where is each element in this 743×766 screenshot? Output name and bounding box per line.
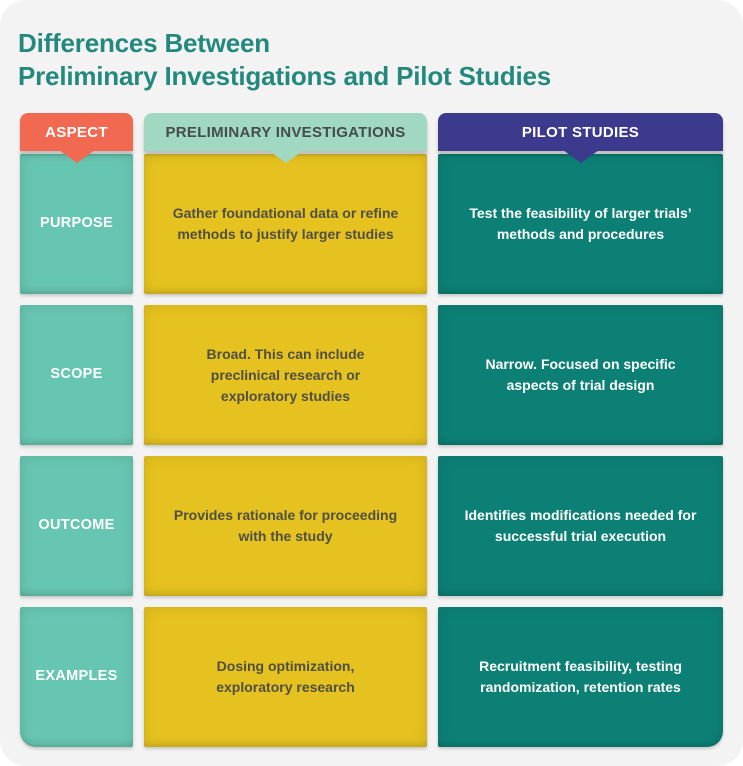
column-header-aspect-label: ASPECT [45,123,108,141]
column-header-aspect: ASPECT [20,113,133,164]
table-header-row: ASPECT PRELIMINARY INVESTIGATIONS PILOT … [0,113,743,164]
aspect-label-purpose: PURPOSE [20,154,133,295]
cell-outcome-preliminary: Provides rationale for proceeding with t… [144,456,427,597]
cell-purpose-preliminary: Gather foundational data or refine metho… [144,154,427,295]
comparison-table: PURPOSE Gather foundational data or refi… [0,154,743,766]
cell-scope-pilot: Narrow. Focused on specific aspects of t… [438,305,723,446]
cell-examples-preliminary: Dosing optimization, exploratory researc… [144,607,427,748]
column-header-pilot: PILOT STUDIES [438,113,723,164]
cell-scope-preliminary: Broad. This can include preclinical rese… [144,305,427,446]
cell-purpose-pilot: Test the feasibility of larger trials’ m… [438,154,723,295]
aspect-label-scope: SCOPE [20,305,133,446]
column-header-preliminary: PRELIMINARY INVESTIGATIONS [144,113,427,164]
page-title: Differences Between Preliminary Investig… [18,28,551,92]
aspect-label-examples: EXAMPLES [20,607,133,748]
cell-examples-pilot: Recruitment feasibility, testing randomi… [438,607,723,748]
aspect-label-outcome: OUTCOME [20,456,133,597]
header-notch-pilot [562,150,599,164]
cell-outcome-pilot: Identifies modifications needed for succ… [438,456,723,597]
column-header-pilot-label: PILOT STUDIES [521,123,640,141]
header-notch-preliminary [267,150,304,164]
column-header-preliminary-label: PRELIMINARY INVESTIGATIONS [165,123,406,141]
header-notch-aspect [58,150,95,164]
